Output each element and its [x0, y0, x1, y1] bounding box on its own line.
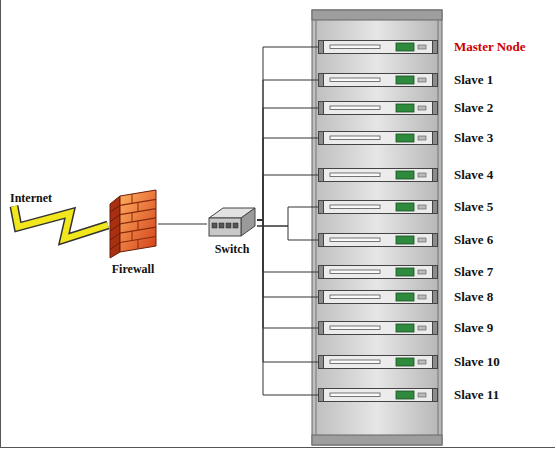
server-node: Slave 11	[318, 388, 438, 402]
server-node: Slave 3	[318, 131, 438, 145]
rack-top	[312, 10, 442, 20]
network-cable	[257, 220, 318, 362]
slave-label: Slave 2	[454, 101, 493, 115]
server-unit	[318, 40, 438, 54]
switch-node: Switch	[207, 204, 257, 240]
server-node: Slave 10	[318, 355, 438, 369]
server-unit	[318, 200, 438, 214]
network-cable	[257, 207, 318, 226]
server-node: Slave 2	[318, 101, 438, 115]
rack-base	[312, 435, 442, 445]
server-node: Slave 7	[318, 265, 438, 279]
server-unit	[318, 355, 438, 369]
server-unit	[318, 101, 438, 115]
server-node: Slave 4	[318, 168, 438, 182]
slave-label: Slave 8	[454, 290, 493, 304]
server-unit	[318, 290, 438, 304]
slave-label: Slave 10	[454, 355, 500, 369]
network-cable	[257, 220, 318, 272]
firewall-icon	[108, 190, 158, 260]
slave-label: Slave 5	[454, 200, 493, 214]
server-node: Slave 5	[318, 200, 438, 214]
slave-label: Slave 4	[454, 168, 493, 182]
network-cable	[257, 80, 318, 220]
server-unit	[318, 73, 438, 87]
slave-label: Slave 1	[454, 73, 493, 87]
rack-frame	[312, 10, 442, 445]
lightning-link	[14, 206, 108, 239]
slave-label: Slave 6	[454, 233, 493, 247]
network-cable	[257, 108, 318, 220]
firewall-node: Firewall	[108, 190, 158, 260]
slave-label: Slave 7	[454, 265, 493, 279]
network-label: Internet	[8, 191, 54, 206]
server-node: Master Node	[318, 40, 438, 54]
server-unit	[318, 321, 438, 335]
network-cable	[257, 220, 318, 395]
server-unit	[318, 131, 438, 145]
slave-label: Slave 3	[454, 131, 493, 145]
switch-icon	[207, 204, 257, 240]
server-unit	[318, 168, 438, 182]
server-node: Slave 1	[318, 73, 438, 87]
master-label: Master Node	[454, 40, 526, 54]
slave-label: Slave 9	[454, 321, 493, 335]
server-unit	[318, 388, 438, 402]
network-cable	[257, 47, 318, 220]
server-unit	[318, 265, 438, 279]
bolt-outline	[14, 206, 108, 239]
device-label: Switch	[215, 243, 250, 256]
slave-label: Slave 11	[454, 388, 499, 402]
server-node: Slave 8	[318, 290, 438, 304]
rack-rail	[316, 20, 317, 435]
network-cable	[257, 220, 318, 328]
device-label: Firewall	[112, 263, 154, 276]
network-cable	[257, 220, 318, 297]
server-node: Slave 6	[318, 233, 438, 247]
network-cable	[158, 224, 207, 225]
network-cable	[257, 226, 318, 240]
server-unit	[318, 233, 438, 247]
internet-node: Internet	[8, 191, 54, 206]
server-node: Slave 9	[318, 321, 438, 335]
